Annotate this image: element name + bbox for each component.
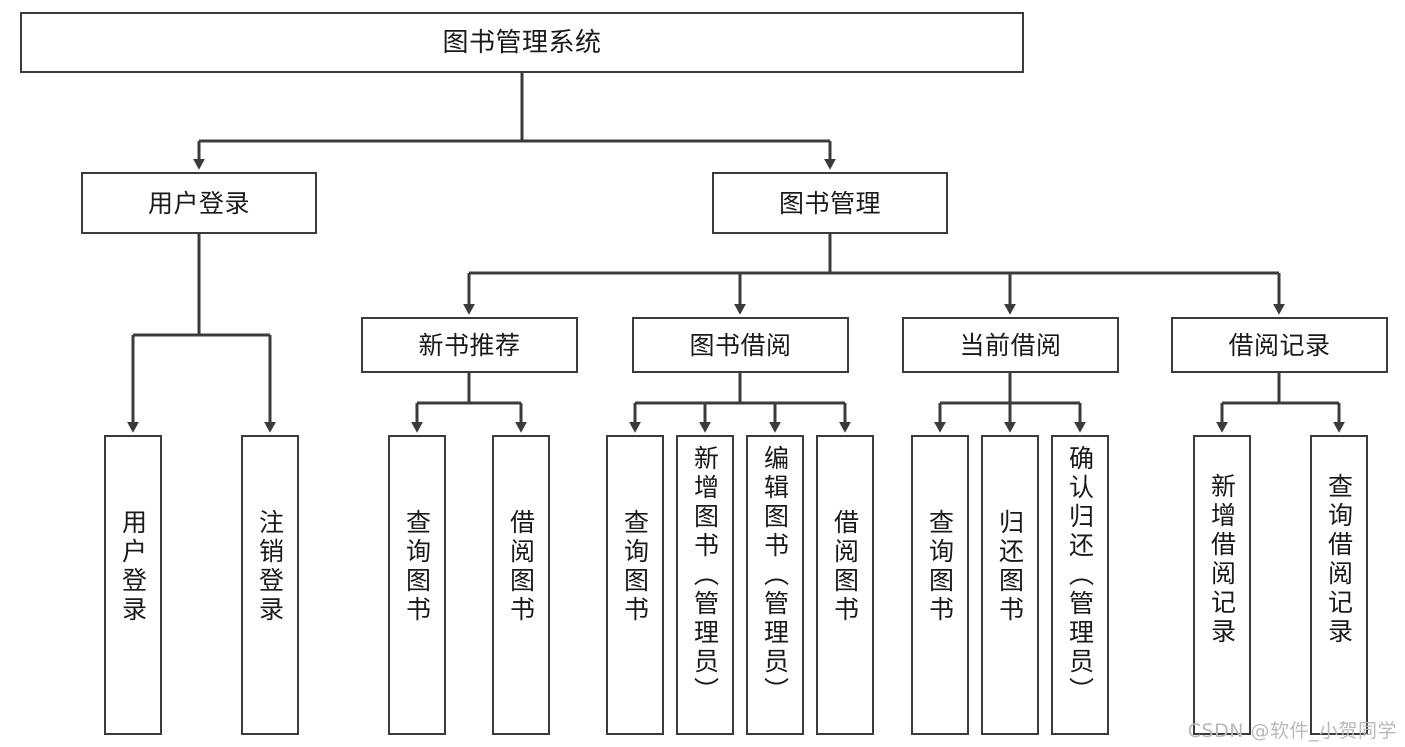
node-new-book-rec-label: 新书推荐 (418, 330, 521, 360)
node-leaf-user-login-label: 用户登录 (118, 509, 148, 625)
node-book-borrow-label: 图书借阅 (689, 330, 792, 360)
node-user-login[interactable]: 用户登录 (81, 172, 317, 234)
node-leaf-query-book-2-label: 查询图书 (620, 509, 650, 625)
node-leaf-query-record-label: 查询借阅记录 (1324, 473, 1354, 647)
node-leaf-confirm-return-label: 确认归还（管理员） (1065, 445, 1095, 706)
node-leaf-borrow-book-1-label: 借阅图书 (506, 509, 536, 625)
node-user-login-label: 用户登录 (147, 188, 250, 218)
node-current-borrow[interactable]: 当前借阅 (902, 317, 1119, 373)
node-book-manage-label: 图书管理 (778, 188, 881, 218)
node-leaf-query-book-2[interactable]: 查询图书 (606, 435, 664, 735)
node-book-manage[interactable]: 图书管理 (712, 172, 948, 234)
node-leaf-query-book-1[interactable]: 查询图书 (388, 435, 446, 735)
node-leaf-edit-book[interactable]: 编辑图书（管理员） (746, 435, 804, 735)
node-leaf-query-book-3[interactable]: 查询图书 (911, 435, 969, 735)
node-leaf-return-book-label: 归还图书 (995, 509, 1025, 625)
node-leaf-add-record-label: 新增借阅记录 (1207, 473, 1237, 647)
node-leaf-borrow-book-2[interactable]: 借阅图书 (816, 435, 874, 735)
node-current-borrow-label: 当前借阅 (959, 330, 1062, 360)
node-leaf-add-record[interactable]: 新增借阅记录 (1193, 435, 1251, 735)
node-leaf-add-book-label: 新增图书（管理员） (690, 445, 720, 706)
node-root-label: 图书管理系统 (442, 27, 602, 58)
node-new-book-rec[interactable]: 新书推荐 (361, 317, 578, 373)
node-leaf-borrow-book-2-label: 借阅图书 (830, 509, 860, 625)
node-book-borrow[interactable]: 图书借阅 (632, 317, 849, 373)
node-leaf-borrow-book-1[interactable]: 借阅图书 (492, 435, 550, 735)
node-borrow-record[interactable]: 借阅记录 (1171, 317, 1388, 373)
node-leaf-query-record[interactable]: 查询借阅记录 (1310, 435, 1368, 735)
node-leaf-query-book-1-label: 查询图书 (402, 509, 432, 625)
node-leaf-user-login[interactable]: 用户登录 (104, 435, 162, 735)
node-leaf-logout-label: 注销登录 (255, 509, 285, 625)
node-leaf-logout[interactable]: 注销登录 (241, 435, 299, 735)
node-borrow-record-label: 借阅记录 (1228, 330, 1331, 360)
node-leaf-return-book[interactable]: 归还图书 (981, 435, 1039, 735)
csdn-watermark: CSDN @软件_小贺同学 (1187, 720, 1397, 742)
node-leaf-add-book[interactable]: 新增图书（管理员） (676, 435, 734, 735)
node-leaf-query-book-3-label: 查询图书 (925, 509, 955, 625)
node-leaf-edit-book-label: 编辑图书（管理员） (760, 445, 790, 706)
node-leaf-confirm-return[interactable]: 确认归还（管理员） (1051, 435, 1109, 735)
node-root[interactable]: 图书管理系统 (20, 12, 1024, 73)
